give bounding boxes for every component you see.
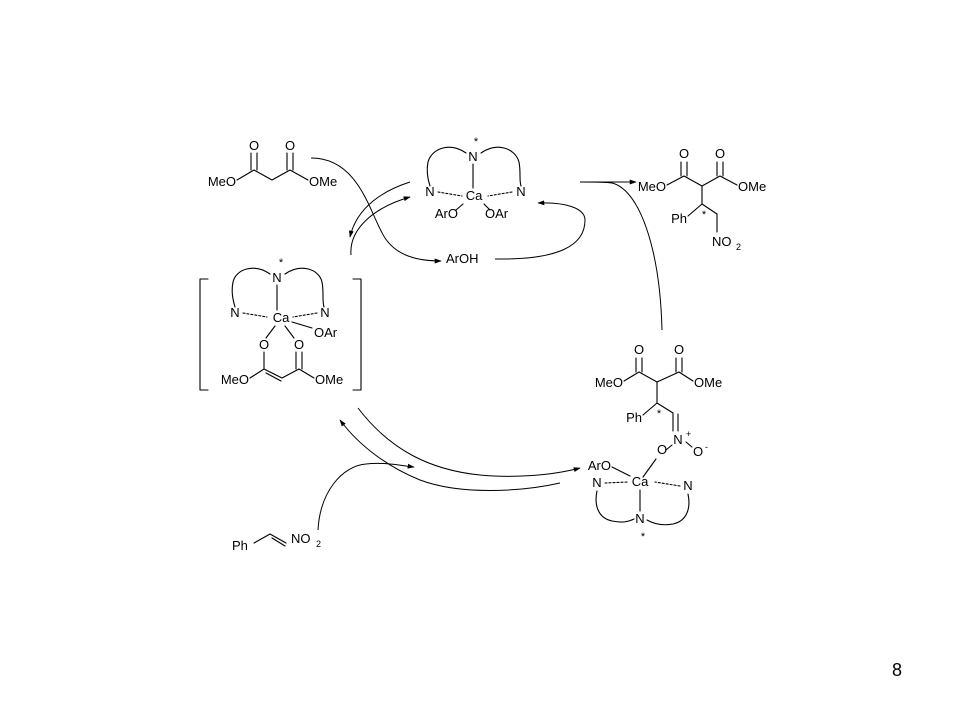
- chiral-star: *: [702, 209, 707, 221]
- label-N: N: [635, 511, 644, 526]
- label-N: N: [320, 305, 329, 320]
- label-Ca: Ca: [466, 188, 483, 203]
- label-minus: -: [705, 442, 708, 452]
- chiral-star: *: [474, 136, 479, 148]
- label-O: O: [285, 138, 295, 153]
- calcium-nitronate-intermediate: O O MeO OMe Ph * N + O O - ArO Ca N N N …: [588, 342, 722, 543]
- label-O: O: [294, 337, 304, 352]
- label-N: N: [673, 432, 682, 447]
- label-N: N: [230, 305, 239, 320]
- label-O: O: [657, 442, 667, 457]
- label-NO: NO: [712, 234, 732, 249]
- label-N: N: [516, 184, 525, 199]
- label-Ca: Ca: [273, 310, 290, 325]
- label-MeO: MeO: [638, 179, 666, 194]
- enolate-to-nitronate-arrow: [357, 407, 581, 477]
- reaction-arrows: [310, 157, 663, 531]
- nitrostyrene: Ph NO 2: [232, 531, 321, 553]
- label-N: N: [468, 149, 477, 164]
- calcium-enolate-intermediate: * N N N Ca OAr O O MeO OMe: [199, 257, 362, 391]
- nitrostyrene-entry-arrow: [317, 462, 415, 531]
- label-Ph: Ph: [626, 410, 642, 425]
- label-OMe: OMe: [738, 179, 766, 194]
- enolate-to-catalyst-arrow: [350, 196, 411, 256]
- label-Ph: Ph: [671, 211, 687, 226]
- label-Ph: Ph: [232, 538, 248, 553]
- michael-product: O O MeO OMe Ph * NO 2: [638, 146, 766, 252]
- label-ArO: ArO: [435, 206, 458, 221]
- label-N: N: [592, 475, 601, 490]
- label-ArOH: ArOH: [446, 251, 479, 266]
- calcium-catalyst-complex: * N N N Ca ArO OAr: [425, 136, 525, 221]
- label-plus: +: [686, 429, 691, 439]
- label-OMe: OMe: [694, 375, 722, 390]
- label-subscript-2: 2: [316, 539, 321, 549]
- page-number: 8: [892, 660, 903, 680]
- label-OAr: OAr: [314, 325, 338, 340]
- label-MeO: MeO: [221, 372, 249, 387]
- label-MeO: MeO: [208, 174, 236, 189]
- chiral-star: *: [641, 531, 646, 543]
- label-N: N: [425, 184, 434, 199]
- label-O: O: [715, 146, 725, 161]
- label-ArO: ArO: [588, 458, 611, 473]
- label-OMe: OMe: [309, 174, 337, 189]
- label-O: O: [679, 146, 689, 161]
- label-subscript-2: 2: [736, 242, 741, 252]
- chiral-star: *: [657, 408, 662, 420]
- dimethyl-malonate: O O MeO OMe: [208, 138, 337, 189]
- label-MeO: MeO: [595, 375, 623, 390]
- nitronate-to-enolate-arrow: [339, 419, 561, 491]
- label-OAr: OAr: [485, 206, 509, 221]
- label-NO: NO: [291, 531, 311, 546]
- malonate-entry-arrow: [310, 157, 442, 264]
- label-Ca: Ca: [632, 474, 649, 489]
- label-O: O: [634, 342, 644, 357]
- label-O: O: [693, 444, 703, 459]
- chiral-star: *: [279, 257, 284, 269]
- label-O: O: [259, 337, 269, 352]
- label-O: O: [674, 342, 684, 357]
- product-release-arrow: [579, 179, 663, 331]
- label-O: O: [249, 138, 259, 153]
- label-N: N: [272, 270, 281, 285]
- catalyst-to-enolate-arrow: [349, 181, 411, 238]
- label-N: N: [683, 478, 692, 493]
- aroh-regeneration-arrow: [494, 200, 586, 260]
- label-OMe: OMe: [315, 372, 343, 387]
